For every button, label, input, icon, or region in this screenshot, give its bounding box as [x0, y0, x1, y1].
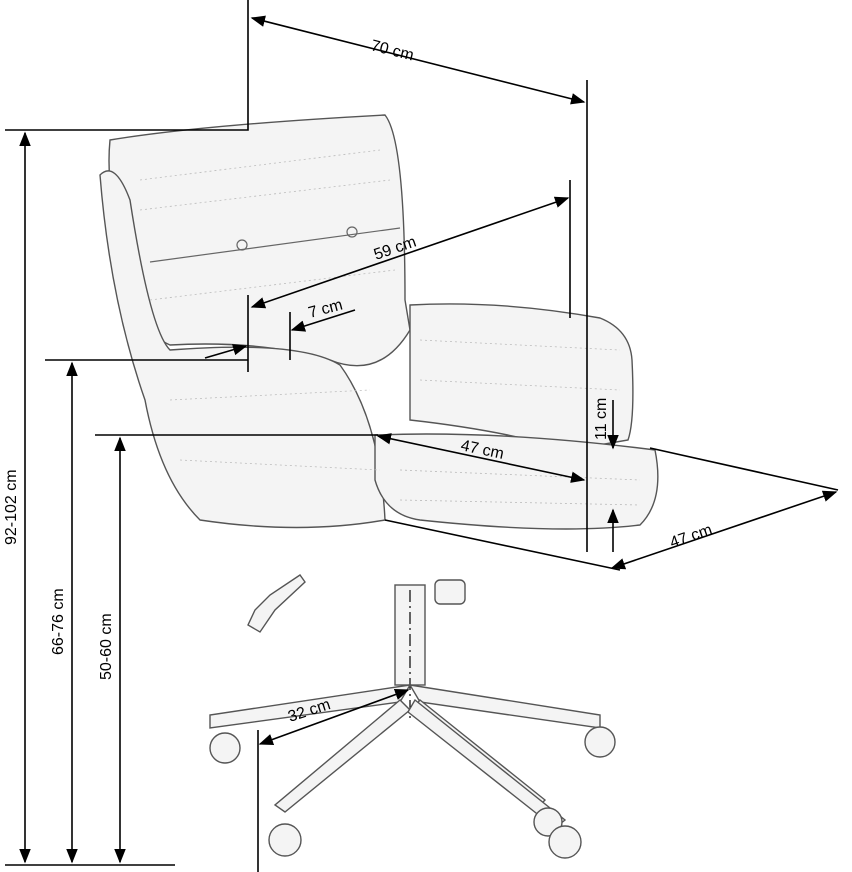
- button-tuft-left: [236, 239, 248, 251]
- height-lever: [247, 574, 306, 633]
- arm-width-arrow-left: [204, 344, 248, 359]
- label-overall-depth: 47 cm: [668, 522, 715, 552]
- label-overall-height: 92-102 cm: [3, 469, 20, 545]
- depth-arrow: [610, 490, 838, 570]
- depth-extension-front: [384, 519, 621, 571]
- star-base: [209, 684, 601, 829]
- dimension-lines: [5, 0, 839, 872]
- chair-seat: [374, 433, 659, 530]
- arm-width-arrow-right: [290, 309, 356, 332]
- tilt-knob: [434, 579, 466, 605]
- depth-extension-back: [649, 447, 839, 491]
- width-arrow: [250, 15, 586, 105]
- caster-wheel: [209, 732, 241, 764]
- label-armrest-height: 11 cm: [593, 398, 610, 440]
- caster-wheel: [268, 823, 302, 857]
- chair-illustration: [99, 114, 659, 859]
- label-arm-floor-height: 66-76 cm: [50, 588, 67, 655]
- base-radius-arrow: [258, 689, 410, 745]
- top-extension-line: [5, 0, 249, 131]
- backrest-width-arrow: [250, 196, 570, 309]
- caster-wheels: [209, 726, 616, 859]
- caster-wheel: [584, 726, 616, 758]
- label-overall-width: 70 cm: [369, 37, 415, 64]
- caster-wheel: [548, 825, 582, 859]
- seat-depth-arrow: [376, 433, 586, 483]
- label-seat-height: 50-60 cm: [98, 613, 115, 680]
